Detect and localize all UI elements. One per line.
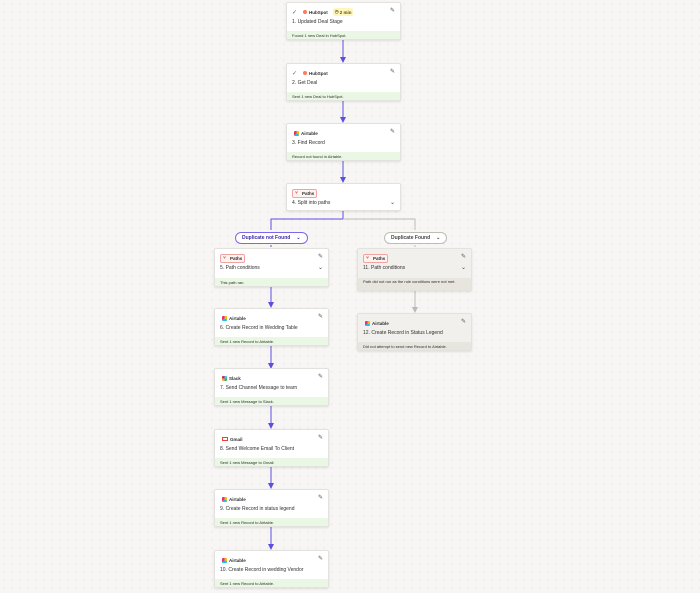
step-card-1[interactable]: ✓ HubSpot ◷2 min 1. Updated Deal Stage ✎…: [286, 2, 401, 40]
app-badge: Slack: [220, 375, 243, 382]
step-status: Sent 1 new Record to Airtable.: [215, 518, 328, 526]
edit-pencil-icon[interactable]: ✎: [389, 69, 395, 75]
app-badge: ⑂Paths: [220, 253, 246, 263]
step-status: Sent 1 new Deal to HubSpot.: [287, 92, 400, 100]
chevron-down-icon[interactable]: ⌄: [460, 265, 466, 271]
clock-icon: ◷: [334, 9, 339, 14]
check-icon: ✓: [292, 70, 298, 77]
edit-pencil-icon[interactable]: ✎: [317, 495, 323, 501]
step-status: Found 1 new Deal in HubSpot.: [287, 31, 400, 39]
step-title: 3. Find Record: [292, 140, 325, 146]
app-badge: Gmail: [220, 436, 245, 443]
branch-pill-duplicate-not-found[interactable]: Duplicate not Found⌄: [235, 232, 308, 244]
step-card-12[interactable]: Airtable 12. Create Record in Status Leg…: [357, 313, 472, 351]
step-status: Path did not run as the rule conditions …: [358, 278, 471, 290]
step-status: Record not found in Airtable.: [287, 152, 400, 160]
step-status: Sent 1 new Record to Airtable.: [215, 579, 328, 587]
app-badge: HubSpot: [301, 70, 330, 77]
chevron-down-icon[interactable]: ⌄: [389, 200, 395, 206]
airtable-icon: [222, 496, 227, 502]
step-card-3[interactable]: Airtable 3. Find Record ✎ Record not fou…: [286, 123, 401, 161]
app-badge: Airtable: [220, 496, 248, 503]
step-status: Sent 1 new Message to Gmail.: [215, 458, 328, 466]
step-card-5[interactable]: ⑂Paths 5. Path conditions ✎ ⌄ This path …: [214, 248, 329, 287]
edit-pencil-icon[interactable]: ✎: [317, 556, 323, 562]
app-badge: Airtable: [220, 315, 248, 322]
app-badge: ⑂Paths: [363, 253, 389, 263]
step-title: 12. Create Record in Status Legend: [363, 330, 443, 336]
paths-icon: ⑂: [223, 254, 227, 261]
airtable-icon: [365, 320, 370, 326]
edit-pencil-icon[interactable]: ✎: [460, 254, 466, 260]
app-badge: Airtable: [292, 130, 320, 137]
step-status: Sent 1 new Record to Airtable.: [215, 337, 328, 345]
step-card-9[interactable]: Airtable 9. Create Record in status lege…: [214, 489, 329, 527]
step-title: 10. Create Record in wedding Vendor: [220, 567, 304, 573]
airtable-icon: [222, 557, 227, 563]
step-title: 1. Updated Deal Stage: [292, 19, 343, 25]
airtable-icon: [294, 130, 299, 136]
edit-pencil-icon[interactable]: ✎: [317, 374, 323, 380]
app-badge: ⑂Paths: [292, 188, 318, 198]
app-badge: Airtable: [363, 320, 391, 327]
hubspot-icon: [303, 71, 307, 75]
step-card-10[interactable]: Airtable 10. Create Record in wedding Ve…: [214, 550, 329, 588]
step-card-7[interactable]: Slack 7. Send Channel Message to team ✎ …: [214, 368, 329, 406]
step-title: 6. Create Record in Wedding Table: [220, 325, 298, 331]
edit-pencil-icon[interactable]: ✎: [317, 435, 323, 441]
step-title: 8. Send Welcome Email To Client: [220, 446, 295, 452]
step-status: Did not attempt to send new Record to Ai…: [358, 342, 471, 350]
gmail-icon: [222, 437, 228, 441]
step-title: 9. Create Record in status legend: [220, 506, 295, 512]
edit-pencil-icon[interactable]: ✎: [389, 129, 395, 135]
slack-icon: [222, 375, 227, 381]
edit-pencil-icon[interactable]: ✎: [460, 319, 466, 325]
paths-icon: ⑂: [295, 189, 299, 196]
hubspot-icon: [303, 10, 307, 14]
paths-icon: ⑂: [366, 254, 370, 261]
step-card-4[interactable]: ⑂Paths 4. Split into paths ⌄: [286, 183, 401, 211]
app-badge: Airtable: [220, 557, 248, 564]
app-badge: HubSpot: [301, 9, 330, 16]
step-status: This path ran.: [215, 278, 328, 286]
connector-split-left: [270, 211, 344, 230]
chevron-down-icon: ⌄: [296, 235, 301, 241]
edit-pencil-icon[interactable]: ✎: [317, 254, 323, 260]
step-card-6[interactable]: Airtable 6. Create Record in Wedding Tab…: [214, 308, 329, 346]
step-status: Sent 1 new Message to Slack.: [215, 397, 328, 405]
time-badge: ◷2 min: [332, 8, 354, 16]
step-title: 4. Split into paths: [292, 200, 331, 206]
step-title: 2. Get Deal: [292, 80, 318, 86]
step-card-2[interactable]: ✓ HubSpot 2. Get Deal ✎ Sent 1 new Deal …: [286, 63, 401, 101]
chevron-down-icon: ⌄: [436, 235, 441, 241]
step-card-11[interactable]: ⑂Paths 11. Path conditions ✎ ⌄ Path did …: [357, 248, 472, 291]
step-title: 5. Path conditions: [220, 265, 260, 271]
check-icon: ✓: [292, 9, 298, 16]
airtable-icon: [222, 315, 227, 321]
step-card-8[interactable]: Gmail 8. Send Welcome Email To Client ✎ …: [214, 429, 329, 467]
edit-pencil-icon[interactable]: ✎: [389, 8, 395, 14]
step-title: 11. Path conditions: [363, 265, 406, 271]
connector-split-right: [343, 218, 416, 230]
edit-pencil-icon[interactable]: ✎: [317, 314, 323, 320]
branch-pill-duplicate-found[interactable]: Duplicate Found⌄: [384, 232, 448, 244]
step-title: 7. Send Channel Message to team: [220, 385, 297, 391]
chevron-down-icon[interactable]: ⌄: [317, 265, 323, 271]
